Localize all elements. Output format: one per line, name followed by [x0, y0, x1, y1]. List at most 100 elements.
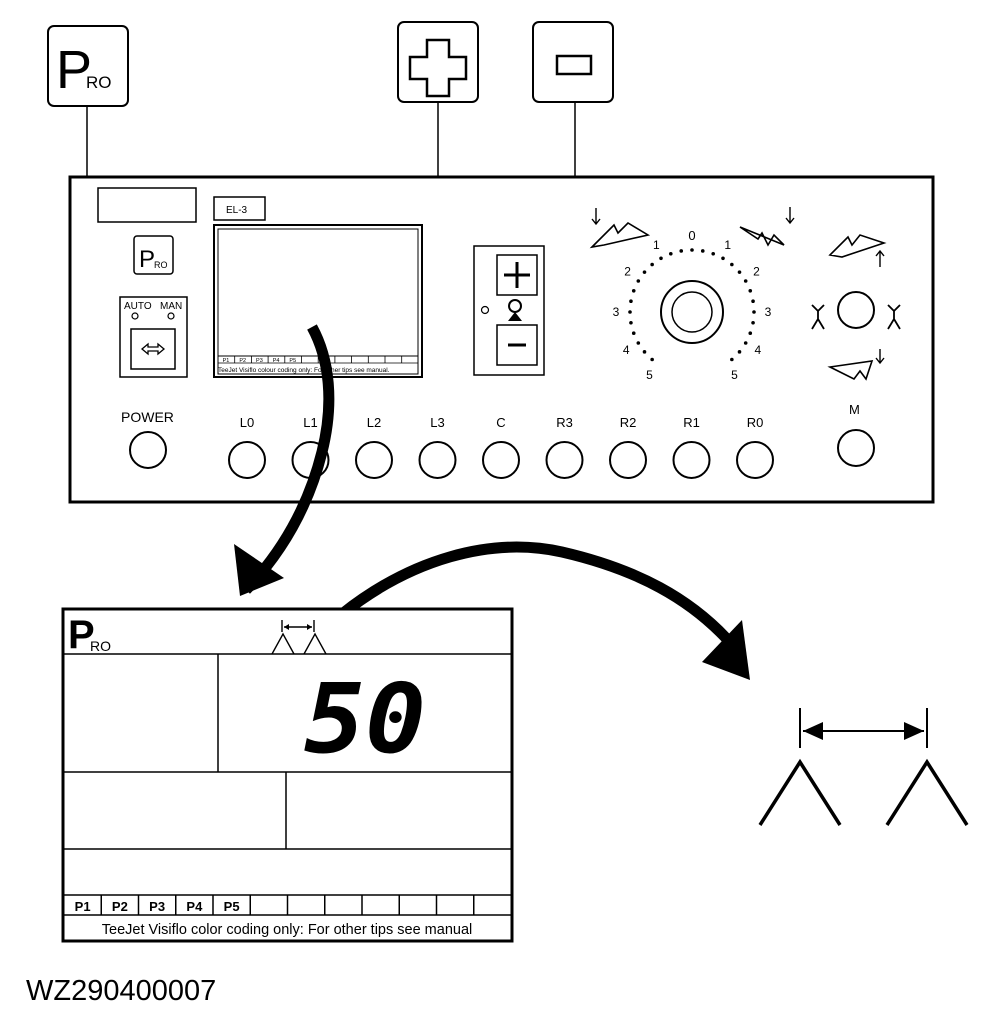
knob-tick [636, 279, 641, 283]
knob-tick [629, 299, 633, 304]
knob-tick [737, 350, 742, 354]
section-label-r2: R2 [620, 415, 637, 430]
knob-tick [650, 262, 654, 267]
power-label: POWER [121, 409, 174, 425]
figure-id: WZ290400007 [26, 975, 216, 1007]
knob-tick [748, 288, 753, 293]
preset-p5: P5 [224, 899, 240, 914]
knob-scale-right-1: 1 [724, 238, 731, 252]
boom-up-symbol-icon [828, 234, 887, 267]
section-button-l3[interactable] [418, 441, 457, 479]
knob-scale-left-2: 2 [624, 265, 631, 279]
control-panel: EL-3 P RO AUTO MAN P1 P2 P3 P4 P 5 TeeJet Vis… [68, 175, 935, 504]
arrow-to-display [242, 324, 335, 594]
section-button-l0[interactable] [228, 441, 266, 479]
plus-button-icon [504, 262, 530, 288]
knob-tick [737, 270, 742, 274]
knob-scale-right-3: 3 [765, 305, 772, 319]
power-button[interactable] [129, 431, 167, 469]
mini-preset-p4: P4 [273, 358, 280, 364]
man-label: MAN [160, 301, 182, 312]
preset-p2: P2 [112, 899, 128, 914]
status-led [480, 305, 490, 315]
knob-tick [659, 256, 663, 261]
knob-tick [751, 320, 755, 325]
m-button[interactable] [837, 429, 875, 467]
section-button-c[interactable] [482, 441, 520, 479]
knob-tick [700, 249, 705, 253]
knob-tick [690, 248, 694, 252]
pro-key-small: RO [86, 73, 112, 92]
display-value: 50 [304, 663, 426, 775]
section-label-l3: L3 [430, 415, 444, 430]
auto-man-switch[interactable]: AUTO MAN [119, 296, 188, 378]
preset-p4: P4 [186, 899, 203, 914]
auto-label: AUTO [124, 301, 152, 312]
section-button-r2[interactable] [609, 441, 647, 479]
el3-label: EL-3 [226, 205, 248, 216]
knob-scale-left-3: 3 [613, 305, 620, 319]
boom-down-symbol-icon [827, 349, 885, 381]
arrow-to-detail-head [702, 620, 750, 680]
spacing-symbol-icon [271, 620, 327, 655]
pro-key-big: P [56, 40, 92, 100]
pro-key: P RO [47, 25, 129, 107]
minus-key [532, 21, 614, 103]
knob-scale-left-4: 4 [623, 343, 630, 357]
plus-icon [408, 38, 468, 98]
knob-tick [743, 279, 748, 283]
knob-tick [743, 341, 748, 345]
nozzle-left-icon [811, 304, 825, 330]
knob-tick [631, 288, 636, 293]
section-button-r1[interactable] [672, 441, 711, 479]
section-button-l2[interactable] [355, 441, 393, 479]
knob-tick [730, 357, 734, 362]
arrow-to-detail [338, 541, 730, 642]
knob-tick [748, 331, 753, 336]
knob-tick [642, 270, 647, 274]
preset-p1: P1 [75, 899, 91, 914]
knob-tick [629, 320, 633, 325]
knob-tick [650, 357, 654, 362]
section-button-r0[interactable] [736, 441, 774, 479]
knob-scale-right-5: 5 [731, 368, 738, 382]
knob-tick [752, 310, 756, 314]
knob-tick [751, 299, 755, 304]
pro-button-small: RO [154, 260, 168, 270]
man-led [167, 312, 175, 320]
mini-preset-p3: P3 [256, 358, 263, 364]
display-footer: TeeJet Visiflo color coding only: For ot… [102, 922, 472, 938]
mini-preset-p2: P2 [239, 358, 246, 364]
el3-label-box [213, 196, 266, 221]
swap-arrow-icon [140, 342, 166, 356]
rotary-knob[interactable] [660, 280, 724, 344]
section-label-r0: R0 [747, 415, 764, 430]
m-label: M [849, 402, 860, 417]
nozzle-spacing-detail-icon [758, 708, 969, 826]
knob-scale-left-1: 1 [653, 238, 660, 252]
preset-row: P1 P2 P3 P4 P5 [75, 895, 475, 915]
preset-p3: P3 [149, 899, 165, 914]
knob-tick [631, 331, 636, 336]
knob-scale-left-5: 5 [646, 368, 653, 382]
nozzle-right-icon [887, 304, 901, 330]
mini-display-footer: TeeJet Visiflo colour coding only: For o… [218, 367, 390, 374]
mini-preset-p1: P1 [223, 358, 230, 364]
section-label-l1: L1 [303, 415, 317, 430]
joystick-button[interactable] [837, 291, 875, 329]
auto-led [131, 312, 139, 320]
knob-tick [721, 256, 725, 261]
section-button-r3[interactable] [545, 441, 584, 479]
knob-tick [679, 249, 684, 253]
pro-button[interactable]: P RO [133, 235, 174, 275]
pro-button-big: P [139, 246, 155, 273]
knob-tick [642, 350, 647, 354]
knob-tick [636, 341, 641, 345]
section-label-l2: L2 [367, 415, 381, 430]
knob-tick [711, 251, 716, 256]
plus-minus-block [473, 245, 545, 376]
section-label-l0: L0 [240, 415, 254, 430]
